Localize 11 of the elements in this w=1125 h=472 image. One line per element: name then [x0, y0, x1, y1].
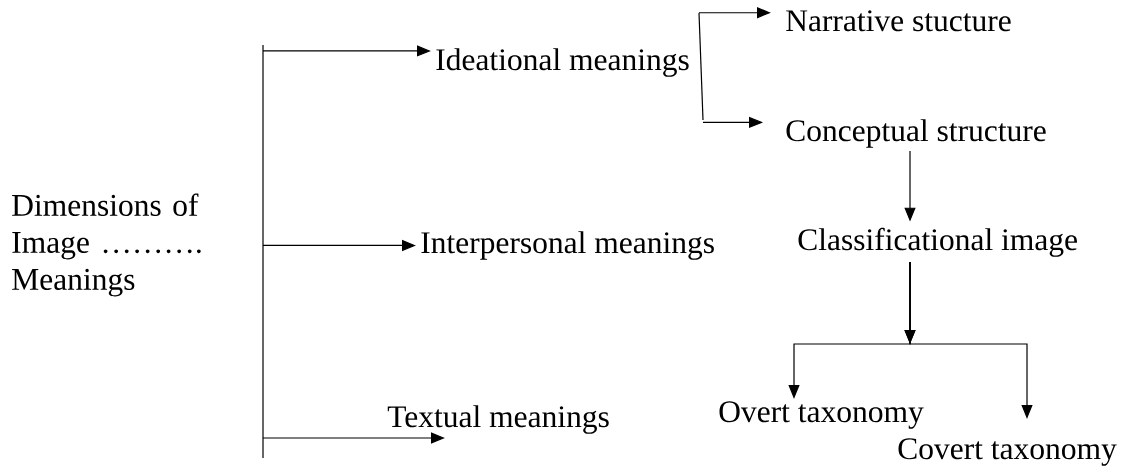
category-label: Classificational image [798, 227, 1077, 257]
category-label: Ideational meanings [436, 48, 689, 77]
category-label: Textual meanings [387, 405, 609, 434]
category-label: Dimensions of Image ………. Meanings [12, 193, 201, 297]
category-label: Narrative stucture [786, 10, 1011, 32]
category-label: Covert taxonomy [898, 438, 1117, 466]
connector-line [262, 44, 264, 459]
category-label: Interpersonal meanings [421, 231, 714, 260]
category-label: Overt taxonomy [719, 401, 924, 429]
connector-line [698, 12, 704, 121]
category-label: Conceptual structure [786, 119, 1046, 148]
